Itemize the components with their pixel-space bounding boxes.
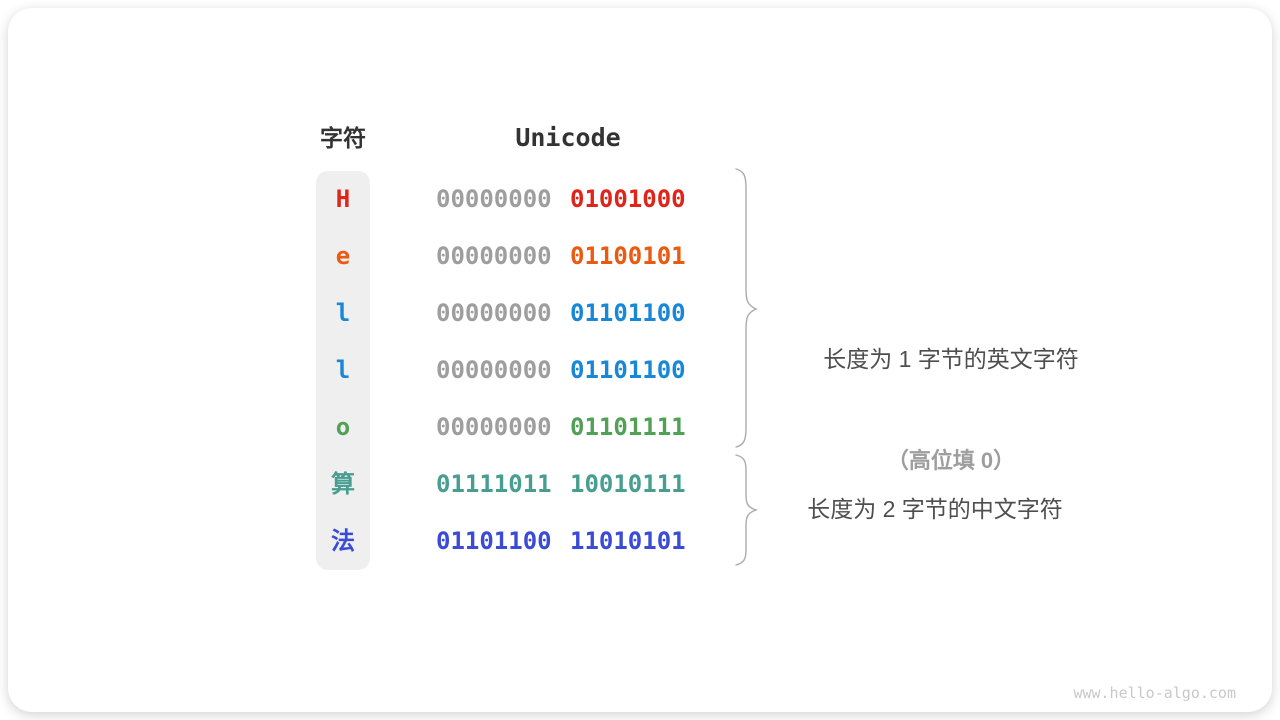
watermark: www.hello-algo.com xyxy=(1073,684,1236,702)
unicode-high-byte: 00000000 xyxy=(436,299,552,327)
unicode-low-byte: 01001000 xyxy=(570,185,686,213)
char-cell: l xyxy=(335,356,351,384)
char-cell: 算 xyxy=(331,470,355,498)
unicode-low-byte: 01101100 xyxy=(570,356,686,384)
brace-one-byte-group-icon xyxy=(735,168,758,448)
unicode-high-byte: 00000000 xyxy=(436,185,552,213)
unicode-high-byte: 01101100 xyxy=(436,527,552,555)
table-row: o 00000000 01101111 xyxy=(8,399,1272,456)
table-row: 算 01111011 10010111 xyxy=(8,456,1272,513)
table-row: H 00000000 01001000 xyxy=(8,171,1272,228)
unicode-low-byte: 01101111 xyxy=(570,413,686,441)
char-cell: o xyxy=(335,413,351,441)
table-row: l 00000000 01101100 xyxy=(8,342,1272,399)
annotation-one-byte-line2: （高位填 0） xyxy=(886,448,1016,473)
table-row: 法 01101100 11010101 xyxy=(8,513,1272,570)
table-row: l 00000000 01101100 xyxy=(8,285,1272,342)
unicode-high-byte: 00000000 xyxy=(436,242,552,270)
char-cell: 法 xyxy=(331,527,355,555)
unicode-low-byte: 11010101 xyxy=(570,527,686,555)
character-column-background xyxy=(316,171,370,570)
char-cell: e xyxy=(335,242,351,270)
unicode-low-byte: 01101100 xyxy=(570,299,686,327)
char-cell: H xyxy=(335,185,351,213)
annotation-one-byte: 长度为 1 字节的英文字符 （高位填 0） xyxy=(776,274,1126,546)
unicode-high-byte: 00000000 xyxy=(436,413,552,441)
column-header-character: 字符 xyxy=(320,125,366,151)
annotation-one-byte-line1: 长度为 1 字节的英文字符 xyxy=(823,346,1079,372)
unicode-low-byte: 01100101 xyxy=(570,242,686,270)
column-header-unicode: Unicode xyxy=(515,123,621,152)
diagram-card: 字符 Unicode H 00000000 01001000 e 0000000… xyxy=(8,8,1272,712)
char-cell: l xyxy=(335,299,351,327)
brace-two-byte-group-icon xyxy=(735,454,759,566)
annotation-two-byte: 长度为 2 字节的中文字符 xyxy=(807,496,1063,522)
table-row: e 00000000 01100101 xyxy=(8,228,1272,285)
unicode-high-byte: 01111011 xyxy=(436,470,552,498)
unicode-high-byte: 00000000 xyxy=(436,356,552,384)
unicode-low-byte: 10010111 xyxy=(570,470,686,498)
